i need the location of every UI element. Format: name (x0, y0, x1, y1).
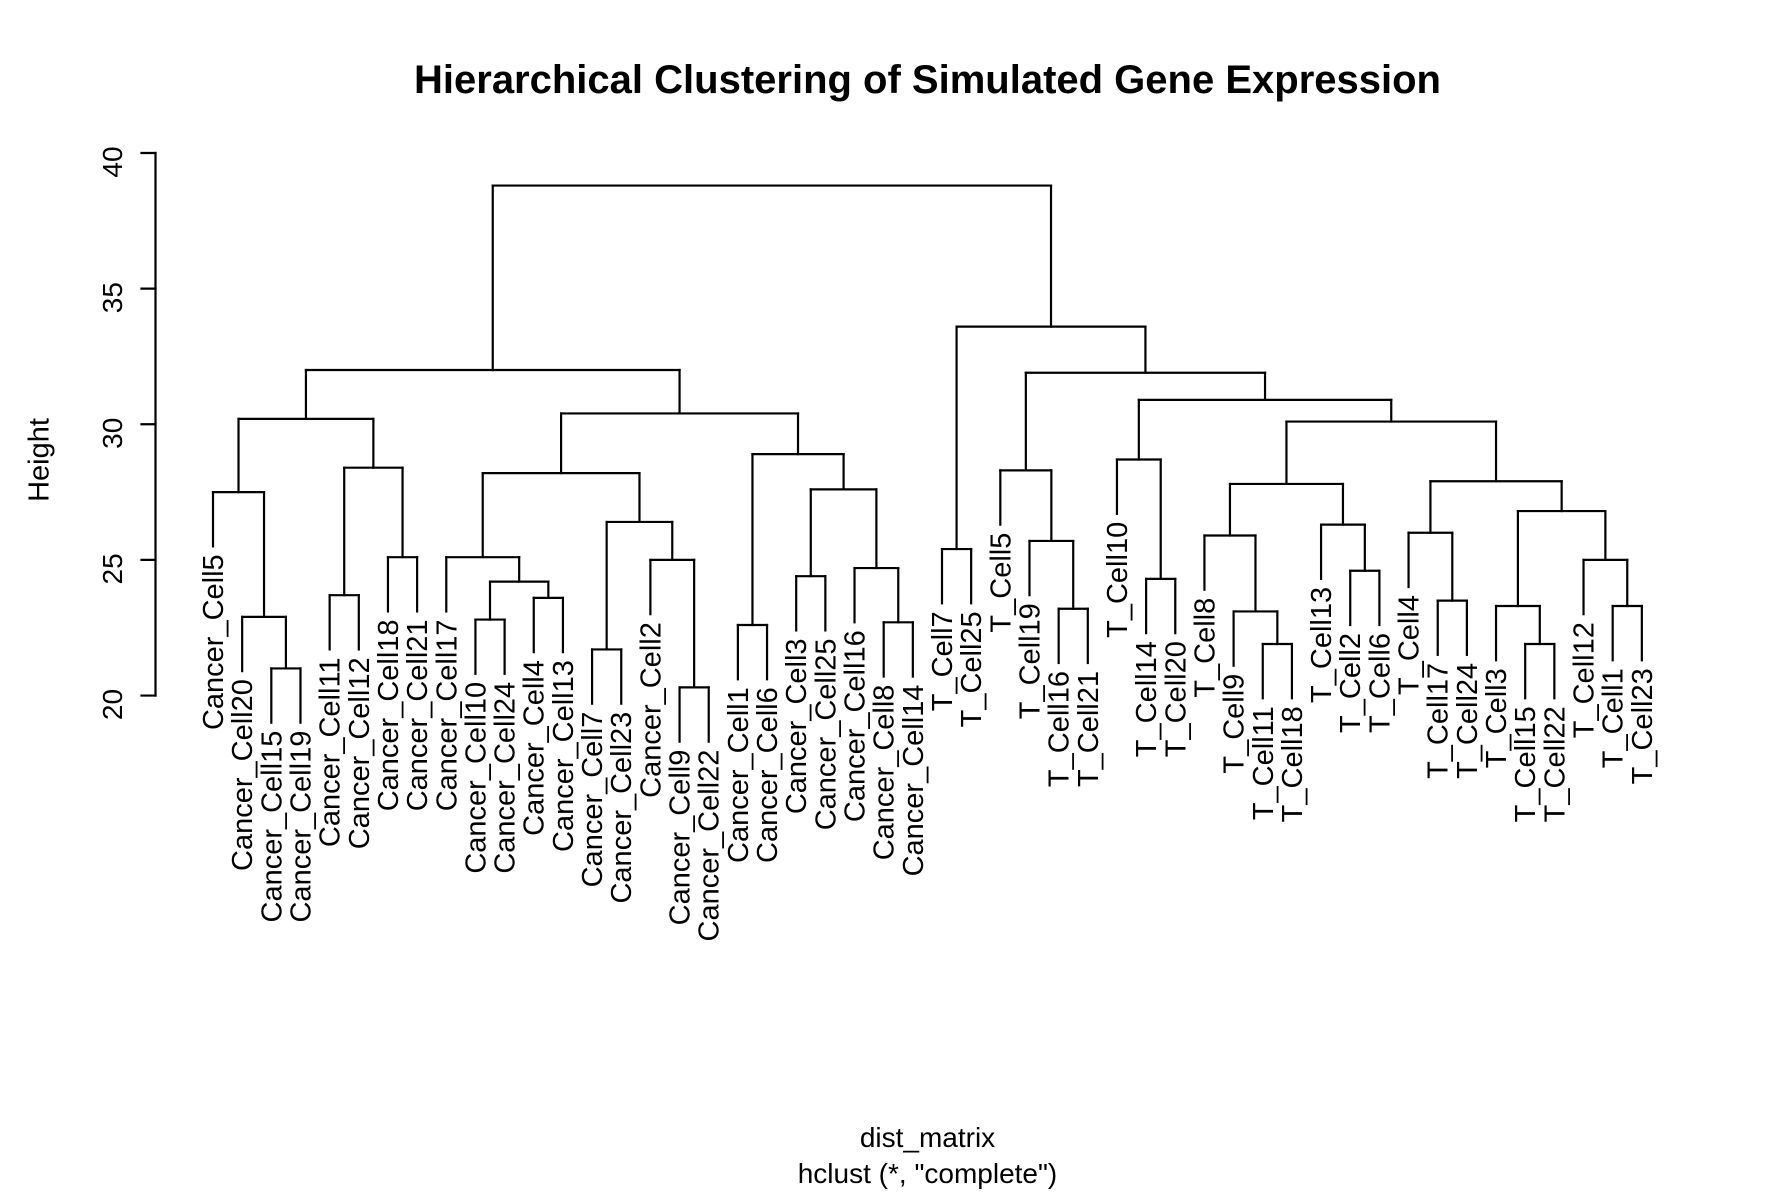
leaf-label: Cancer_Cell7 (577, 712, 609, 888)
leaf-label: T_Cell1 (1598, 668, 1630, 768)
leaf-label: Cancer_Cell6 (752, 687, 784, 863)
leaf-label: T_Cell6 (1364, 633, 1396, 733)
leaf-label: Cancer_Cell21 (402, 619, 434, 811)
leaf-label: Cancer_Cell17 (431, 619, 463, 811)
leaf-label: Cancer_Cell18 (373, 619, 405, 811)
leaf-label: T_Cell13 (1306, 587, 1338, 703)
sub-caption: hclust (*, "complete") (797, 1158, 1058, 1189)
leaf-label: T_Cell11 (1248, 706, 1280, 820)
leaf-label: Cancer_Cell11 (315, 657, 347, 847)
leaf-label: Cancer_Cell8 (869, 685, 901, 861)
y-tick-label: 40 (97, 146, 128, 177)
leaf-label: T_Cell16 (1044, 671, 1076, 787)
leaf-label: Cancer_Cell24 (490, 682, 522, 874)
leaf-label: Cancer_Cell16 (840, 630, 872, 822)
leaf-label: T_Cell14 (1131, 641, 1163, 757)
leaf-label: T_Cell20 (1160, 641, 1192, 757)
leaf-label: T_Cell17 (1423, 663, 1455, 779)
leaf-label: Cancer_Cell23 (606, 712, 638, 904)
leaf-label: T_Cell19 (1014, 603, 1046, 719)
leaf-label: Cancer_Cell4 (519, 660, 551, 836)
leaf-label: Cancer_Cell9 (665, 750, 697, 926)
leaf-label: Cancer_Cell10 (460, 682, 492, 874)
leaf-label: Cancer_Cell20 (227, 679, 259, 871)
y-tick-label: 30 (97, 418, 128, 449)
leaf-label: Cancer_Cell15 (256, 731, 288, 923)
leaf-label: Cancer_Cell14 (898, 685, 930, 877)
chart-title: Hierarchical Clustering of Simulated Gen… (414, 58, 1441, 102)
leaf-label: Cancer_Cell5 (198, 554, 230, 730)
leaf-label: T_Cell12 (1569, 622, 1601, 738)
leaf-label: T_Cell25 (956, 611, 988, 727)
y-tick-label: 35 (97, 282, 128, 313)
leaf-label: T_Cell3 (1481, 668, 1513, 768)
leaf-label: Cancer_Cell3 (781, 638, 813, 814)
leaf-label: T_Cell5 (985, 533, 1017, 633)
leaf-label: T_Cell10 (1102, 522, 1134, 638)
leaf-label: Cancer_Cell2 (635, 622, 667, 798)
leaf-label: Cancer_Cell19 (285, 731, 317, 923)
leaf-label: T_Cell9 (1219, 674, 1251, 774)
leaf-label: Cancer_Cell22 (694, 750, 726, 942)
y-tick-label: 20 (97, 689, 128, 720)
leaf-label: T_Cell4 (1394, 595, 1426, 695)
leaf-label: T_Cell7 (927, 611, 959, 711)
leaf-label: Cancer_Cell12 (344, 657, 376, 849)
leaf-label: Cancer_Cell13 (548, 660, 580, 852)
leaf-label: Cancer_Cell1 (723, 687, 755, 863)
leaf-label: T_Cell22 (1539, 706, 1571, 822)
leaf-label: T_Cell21 (1073, 671, 1105, 787)
leaf-label: T_Cell15 (1510, 706, 1542, 822)
x-axis-label: dist_matrix (859, 1122, 996, 1153)
leaf-label: T_Cell18 (1277, 706, 1309, 822)
leaf-label: T_Cell24 (1452, 663, 1484, 779)
leaf-label: T_Cell2 (1335, 633, 1367, 733)
leaf-label: T_Cell23 (1627, 668, 1659, 784)
y-tick-label: 25 (97, 553, 128, 584)
leaf-label: Cancer_Cell25 (810, 638, 842, 830)
leaf-label: T_Cell8 (1189, 598, 1221, 698)
